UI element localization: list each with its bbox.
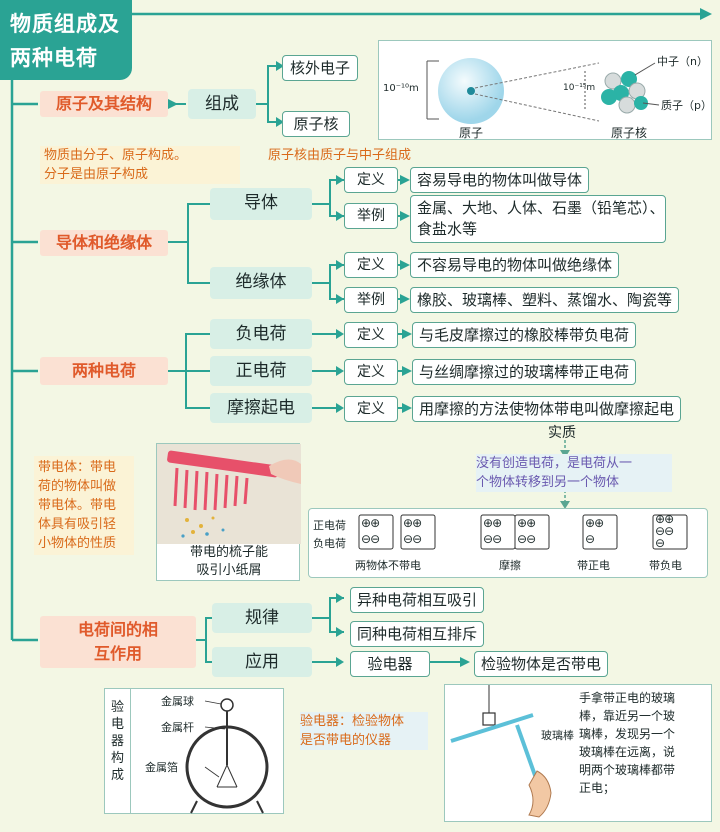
rule-opposite-attract: 异种电荷相互吸引 bbox=[350, 587, 485, 613]
insulator-definition: 不容易导电的物体叫做绝缘体 bbox=[410, 252, 620, 278]
label-metal-foil: 金属箔 bbox=[145, 761, 178, 774]
conductor-examples: 金属、大地、人体、石墨（铅笔芯）、 食盐水等 bbox=[410, 195, 666, 243]
negative-charge-definition: 与毛皮摩擦过的橡胶棒带负电荷 bbox=[412, 322, 637, 348]
label-metal-ball: 金属球 bbox=[161, 695, 194, 708]
node-composition: 组成 bbox=[188, 89, 256, 119]
comb-image bbox=[157, 444, 301, 544]
node-electrons: 核外电子 bbox=[282, 55, 358, 81]
tag-conductor-definition: 定义 bbox=[344, 167, 398, 193]
topic-conductors-insulators: 导体和绝缘体 bbox=[40, 230, 168, 256]
node-application: 应用 bbox=[212, 647, 312, 677]
nucleus-cluster bbox=[601, 71, 648, 114]
essence-note: 没有创造电荷，是电荷从一 个物体转移到另一个物体 bbox=[476, 454, 672, 492]
note-matter-composition: 物质由分子、原子构成。 分子是由原子构成 bbox=[40, 146, 240, 184]
body-a-charges: ⊕⊕ ⊖⊖ bbox=[361, 516, 380, 546]
nucleus-caption: 原子核 bbox=[611, 126, 648, 140]
node-rule: 规律 bbox=[212, 603, 312, 633]
positive-charge-definition: 与丝绸摩擦过的玻璃棒带正电荷 bbox=[412, 359, 637, 385]
tag-negative-definition: 定义 bbox=[344, 322, 398, 348]
comb-figure: 带电的梳子能 吸引小纸屑 bbox=[156, 443, 301, 581]
rub-right-charges: ⊕⊕ ⊖⊖ bbox=[517, 516, 536, 546]
row-label-negative: 负电荷 bbox=[313, 537, 346, 550]
node-positive-charge: 正电荷 bbox=[210, 356, 312, 386]
rule-like-repel: 同种电荷相互排斥 bbox=[350, 621, 485, 647]
caption-neutral: 两物体不带电 bbox=[355, 559, 421, 572]
node-friction-charging: 摩擦起电 bbox=[210, 393, 312, 423]
friction-charging-definition: 用摩擦的方法使物体带电叫做摩擦起电 bbox=[412, 396, 682, 422]
electroscope-box: 验电器 bbox=[350, 651, 430, 677]
tag-insulator-definition: 定义 bbox=[344, 252, 398, 278]
glass-rod-figure: 玻璃棒 手拿带正电的玻璃 棒，靠近另一个玻 璃棒，发现另一个 玻璃棒在远离，说 … bbox=[444, 684, 712, 822]
topic-charge-interaction: 电荷间的相 互作用 bbox=[40, 616, 196, 668]
negative-body-charges: ⊕⊕ ⊖⊖ ⊖ bbox=[655, 512, 674, 550]
tag-positive-definition: 定义 bbox=[344, 359, 398, 385]
charge-transfer-diagram: 正电荷 负电荷 ⊕⊕ ⊖⊖ ⊕⊕ ⊖⊖ ⊕⊕ ⊖⊖ ⊕⊕ ⊖⊖ ⊕⊕ ⊖ ⊕⊕ … bbox=[308, 508, 708, 578]
note-charged-body: 带电体：带电 荷的物体叫做 带电体。带电 体具有吸引轻 小物体的性质 bbox=[34, 456, 134, 555]
topic-atom-structure: 原子及其结构 bbox=[40, 91, 168, 117]
node-nucleus: 原子核 bbox=[282, 111, 350, 137]
atom-caption: 原子 bbox=[459, 126, 484, 140]
node-negative-charge: 负电荷 bbox=[210, 319, 312, 349]
rub-left-charges: ⊕⊕ ⊖⊖ bbox=[483, 516, 502, 546]
proton-label: 质子（p） bbox=[661, 99, 712, 112]
page-title: 物质组成及 两种电荷 bbox=[0, 0, 132, 80]
node-conductor: 导体 bbox=[210, 188, 312, 220]
essence-label: 实质 bbox=[548, 425, 576, 441]
glass-rod-note: 手拿带正电的玻璃 棒，靠近另一个玻 璃棒，发现另一个 玻璃棒在远离，说 明两个玻… bbox=[579, 691, 676, 795]
electroscope-figure: 验电器构成 金属球 金属杆 金属箔 bbox=[104, 688, 284, 814]
node-insulator: 绝缘体 bbox=[210, 267, 312, 299]
note-nucleus-composition: 原子核由质子与中子组成 bbox=[268, 148, 412, 163]
neutron-label: 中子（n） bbox=[657, 55, 708, 68]
caption-positive: 带正电 bbox=[577, 559, 610, 572]
tag-insulator-examples: 举例 bbox=[344, 287, 398, 313]
row-label-positive: 正电荷 bbox=[313, 519, 346, 532]
insulator-examples: 橡胶、玻璃棒、塑料、蒸馏水、陶瓷等 bbox=[410, 287, 680, 313]
atom-nucleus-dot bbox=[467, 87, 475, 95]
atom-size-label: 10⁻¹⁰m bbox=[383, 83, 419, 94]
atom-figure: 10⁻¹⁰m 10⁻¹⁵m 原子 原子核 中子（n） 质子（p） bbox=[378, 40, 712, 140]
caption-negative: 带负电 bbox=[649, 559, 682, 572]
tag-friction-definition: 定义 bbox=[344, 396, 398, 422]
electroscope-title: 验电器构成 bbox=[105, 689, 131, 813]
caption-rubbing: 摩擦 bbox=[499, 559, 521, 572]
topic-two-charges: 两种电荷 bbox=[40, 357, 168, 385]
conductor-definition: 容易导电的物体叫做导体 bbox=[410, 167, 590, 193]
tag-conductor-examples: 举例 bbox=[344, 203, 398, 229]
label-metal-rod: 金属杆 bbox=[161, 721, 194, 734]
positive-body-charges: ⊕⊕ ⊖ bbox=[585, 516, 604, 546]
comb-caption: 带电的梳子能 吸引小纸屑 bbox=[189, 545, 268, 578]
body-b-charges: ⊕⊕ ⊖⊖ bbox=[403, 516, 422, 546]
note-electroscope: 验电器：检验物体 是否带电的仪器 bbox=[300, 712, 428, 750]
label-glass-rod: 玻璃棒 bbox=[541, 729, 574, 742]
nucleus-size-label: 10⁻¹⁵m bbox=[563, 83, 596, 93]
electroscope-purpose: 检验物体是否带电 bbox=[474, 651, 609, 677]
